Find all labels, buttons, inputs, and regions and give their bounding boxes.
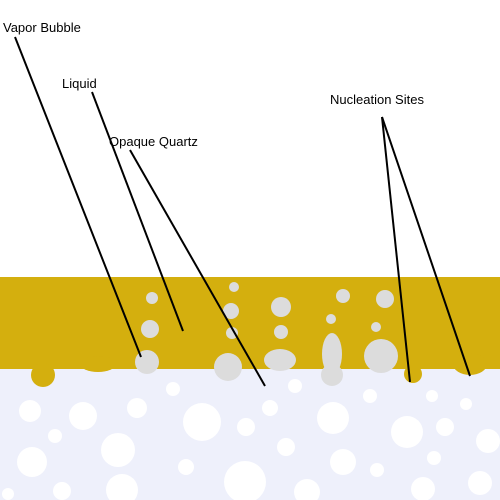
- vapor-bubble: [371, 322, 381, 332]
- quartz-spot: [127, 398, 147, 418]
- label-nucleation-sites: Nucleation Sites: [330, 92, 424, 107]
- vapor-bubble: [271, 297, 291, 317]
- vapor-bubble: [274, 325, 288, 339]
- quartz-spot: [363, 389, 377, 403]
- vapor-bubble: [223, 303, 239, 319]
- quartz-spot: [330, 449, 356, 475]
- quartz-spot: [460, 398, 472, 410]
- quartz-spot: [53, 482, 71, 500]
- vapor-bubble: [229, 282, 239, 292]
- liquid-bump: [80, 356, 116, 372]
- quartz-spot: [391, 416, 423, 448]
- quartz-spot: [178, 459, 194, 475]
- quartz-spot: [19, 400, 41, 422]
- quartz-spot: [17, 447, 47, 477]
- leader-lines: [14, 36, 471, 387]
- quartz-spot: [411, 477, 435, 500]
- liquid-bump: [453, 353, 487, 375]
- leader-line-nucleation-site-2: [381, 116, 471, 377]
- leader-line-nucleation-site-1: [381, 116, 411, 383]
- liquid-bumps: [31, 353, 487, 387]
- liquid-layer: [0, 277, 500, 370]
- quartz-spot: [224, 461, 266, 500]
- vapor-bubble: [376, 290, 394, 308]
- vapor-bubble: [321, 364, 343, 386]
- liquid-bump: [404, 365, 422, 383]
- vapor-bubble: [264, 349, 296, 371]
- vapor-bubble: [326, 314, 336, 324]
- vapor-bubble: [226, 327, 238, 339]
- quartz-spot: [69, 402, 97, 430]
- vapor-bubble: [141, 320, 159, 338]
- quartz-spot: [2, 488, 14, 500]
- quartz-spot: [294, 479, 320, 500]
- quartz-spot: [166, 382, 180, 396]
- quartz-spot: [288, 379, 302, 393]
- label-vapor-bubble: Vapor Bubble: [3, 20, 81, 35]
- quartz-spot: [262, 400, 278, 416]
- quartz-spot: [426, 390, 438, 402]
- label-liquid: Liquid: [62, 76, 97, 91]
- leader-line-opaque-quartz: [129, 149, 266, 387]
- leader-line-liquid: [91, 91, 184, 332]
- quartz-spot: [183, 403, 221, 441]
- quartz-spot: [476, 429, 500, 453]
- quartz-spot: [436, 418, 454, 436]
- vapor-bubble: [146, 292, 158, 304]
- quartz-spot: [48, 429, 62, 443]
- leader-line-vapor-bubble: [14, 36, 142, 358]
- quartz-spot: [237, 418, 255, 436]
- vapor-bubble: [322, 333, 342, 375]
- label-opaque-quartz: Opaque Quartz: [109, 134, 198, 149]
- vapor-bubble: [336, 289, 350, 303]
- quartz-spot: [317, 402, 349, 434]
- vapor-bubbles: [135, 282, 398, 386]
- quartz-spot: [106, 474, 138, 500]
- quartz-spots: [2, 379, 500, 500]
- vapor-bubble: [214, 353, 242, 381]
- quartz-spot: [277, 438, 295, 456]
- liquid-bump: [31, 363, 55, 387]
- quartz-spot: [468, 471, 492, 495]
- quartz-spot: [427, 451, 441, 465]
- vapor-bubble: [364, 339, 398, 373]
- quartz-spot: [101, 433, 135, 467]
- quartz-spot: [370, 463, 384, 477]
